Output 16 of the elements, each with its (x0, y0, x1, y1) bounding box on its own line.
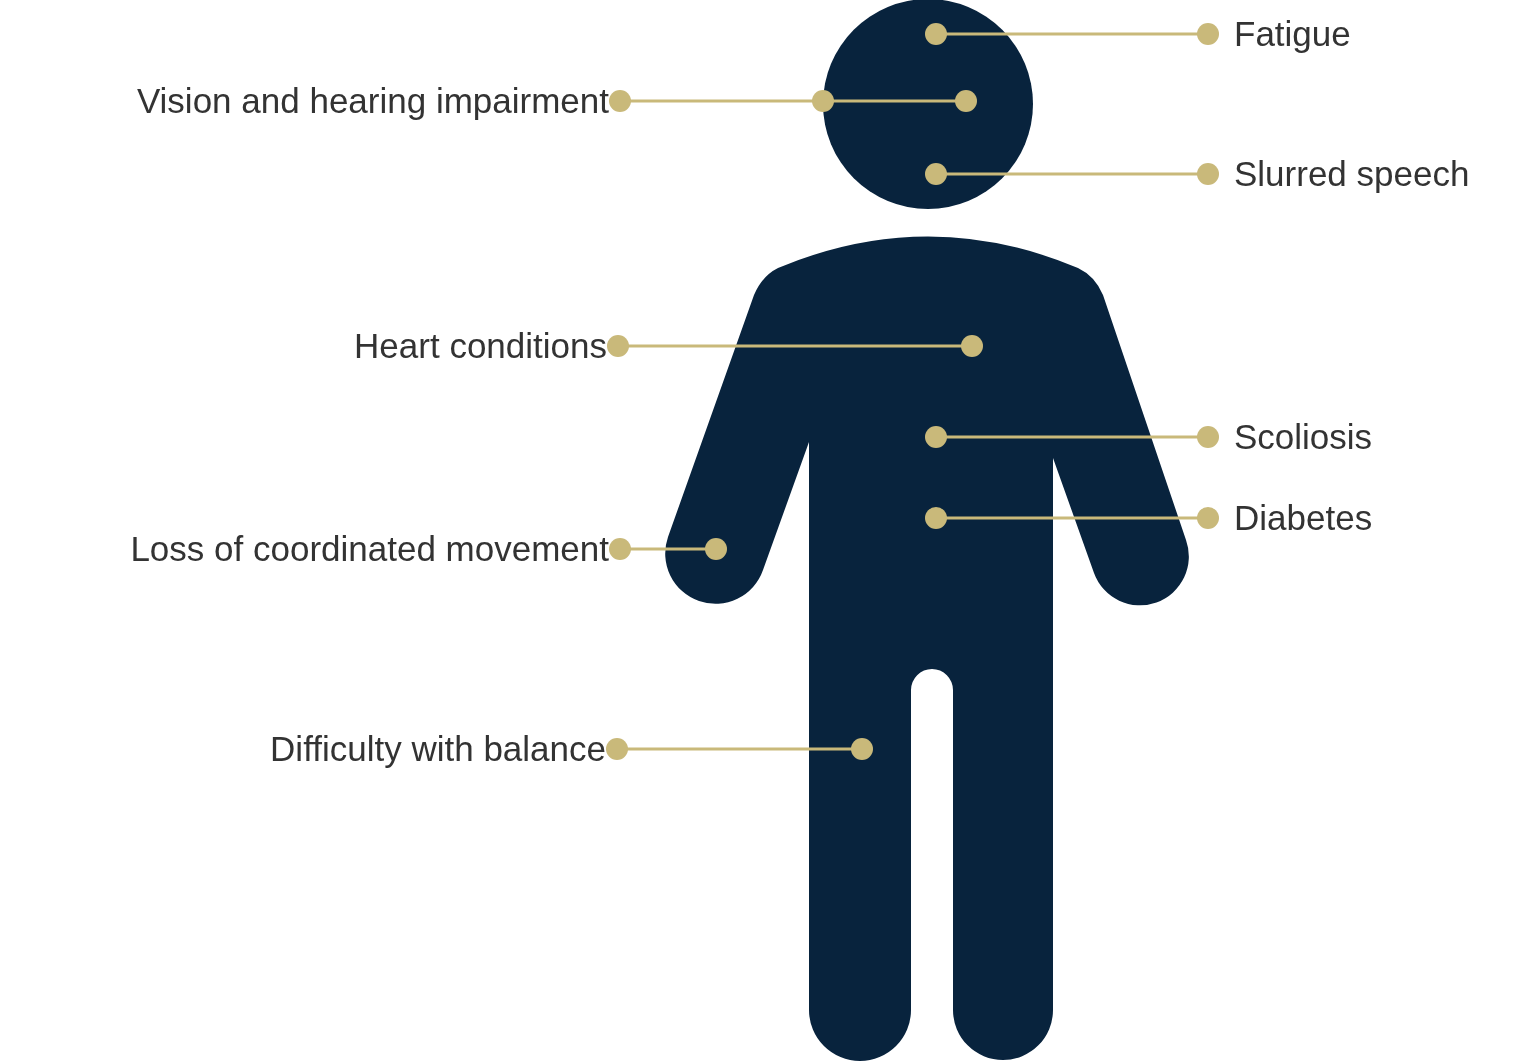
symptom-label: Heart conditions (354, 325, 607, 367)
symptom-label: Loss of coordinated movement (130, 528, 609, 570)
symptom-label: Vision and hearing impairment (136, 80, 609, 122)
leader-line (609, 90, 977, 112)
symptom-label: Fatigue (1234, 13, 1351, 55)
symptom-label: Diabetes (1234, 497, 1373, 539)
leader-line (925, 163, 1219, 185)
leader-line (607, 335, 983, 357)
leader-line (609, 538, 727, 560)
symptom-label: Slurred speech (1234, 153, 1470, 195)
leader-line (925, 23, 1219, 45)
leader-line (606, 738, 873, 760)
leader-line (925, 507, 1219, 529)
leader-line (925, 426, 1219, 448)
symptom-label: Difficulty with balance (270, 728, 606, 770)
symptom-label: Scoliosis (1234, 416, 1373, 458)
